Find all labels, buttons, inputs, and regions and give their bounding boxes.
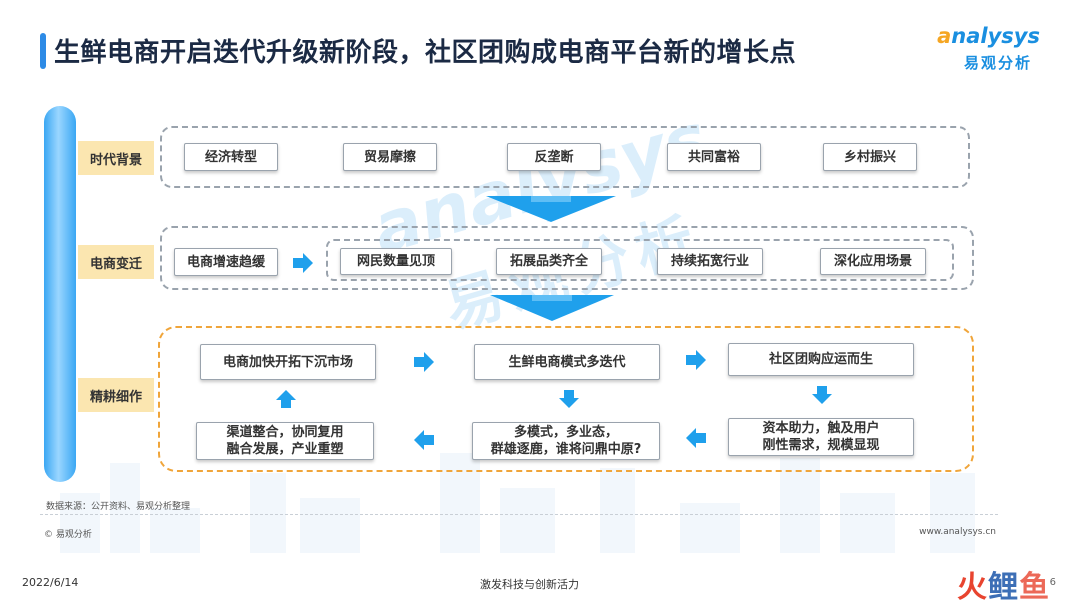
- refine-bottom-2-line2: 群雄逐鹿，谁将问鼎中原?: [490, 442, 642, 457]
- right-arrow-icon: [293, 253, 313, 273]
- logo-mark: a: [937, 24, 952, 48]
- ecommerce-item-3: 持续拓宽行业: [657, 248, 763, 275]
- refine-bottom-1-line1: 渠道整合，协同复用: [226, 425, 344, 440]
- skyline-decoration: [0, 443, 1080, 553]
- ecommerce-item-1: 网民数量见顶: [340, 248, 452, 275]
- footer-divider: [40, 514, 998, 515]
- era-item-1: 经济转型: [184, 143, 278, 171]
- left-arrow-icon: [686, 428, 706, 448]
- right-arrow-icon: [686, 350, 706, 370]
- page-title: 生鲜电商开启迭代升级新阶段，社区团购成电商平台新的增长点: [54, 38, 797, 68]
- down-arrow-small-icon: [559, 390, 579, 408]
- down-arrow-small-icon: [812, 386, 832, 404]
- slogan: 激发科技与创新活力: [480, 578, 579, 591]
- refine-bottom-3-line1: 资本助力，触及用户: [762, 421, 880, 436]
- website-link[interactable]: www.analysys.cn: [919, 527, 996, 537]
- ecommerce-inner-box: [326, 239, 954, 281]
- era-item-3: 反垄断: [507, 143, 601, 171]
- ecommerce-start: 电商增速趋缓: [174, 248, 278, 276]
- row-label-ecommerce: 电商变迁: [78, 245, 154, 279]
- left-arrow-icon: [414, 430, 434, 450]
- refine-bottom-2-line1: 多模式，多业态，: [513, 425, 618, 440]
- era-item-4: 共同富裕: [667, 143, 761, 171]
- copyright: © 易观分析: [44, 530, 92, 540]
- data-source: 数据来源：公开资料、易观分析整理: [46, 502, 191, 512]
- down-arrow-icon: [490, 295, 614, 321]
- up-arrow-icon: [276, 390, 296, 408]
- title-accent-bar: [40, 33, 46, 69]
- refine-bottom-1-line2: 融合发展，产业重塑: [226, 442, 344, 457]
- brand-char-1: 火: [957, 570, 988, 605]
- report-date: 2022/6/14: [22, 576, 79, 589]
- row-label-refine: 精耕细作: [78, 378, 154, 412]
- refine-top-1: 电商加快开拓下沉市场: [200, 344, 376, 380]
- refine-top-3: 社区团购应运而生: [728, 343, 914, 376]
- refine-bottom-1: 渠道整合，协同复用 融合发展，产业重塑: [196, 422, 374, 460]
- logo-wordmark: analysys: [937, 24, 1040, 48]
- era-item-5: 乡村振兴: [823, 143, 917, 171]
- refine-top-2: 生鲜电商模式多迭代: [474, 344, 660, 380]
- ecommerce-box: [160, 226, 974, 290]
- timeline-pillar: [44, 106, 76, 482]
- down-arrow-icon: [486, 196, 616, 222]
- logo-text: nalysys: [951, 24, 1040, 48]
- ecommerce-item-2: 拓展品类齐全: [496, 248, 602, 275]
- brand-char-2: 鲤: [988, 570, 1019, 605]
- era-box: [160, 126, 970, 188]
- refine-bottom-3-line2: 刚性需求，规模显现: [762, 438, 880, 453]
- era-item-2: 贸易摩擦: [343, 143, 437, 171]
- brand-watermark-logo: 火鲤鱼: [957, 562, 1050, 606]
- logo-cn: 易观分析: [963, 54, 1032, 72]
- refine-bottom-3: 资本助力，触及用户 刚性需求，规模显现: [728, 418, 914, 456]
- refine-bottom-2: 多模式，多业态， 群雄逐鹿，谁将问鼎中原?: [472, 422, 660, 460]
- refine-box: [158, 326, 974, 472]
- row-label-era: 时代背景: [78, 141, 154, 175]
- right-arrow-icon: [414, 352, 434, 372]
- ecommerce-item-4: 深化应用场景: [820, 248, 926, 275]
- analysys-logo: analysys 易观分析: [910, 24, 1040, 76]
- page-number: 6: [1049, 577, 1056, 588]
- brand-char-3: 鱼: [1019, 570, 1050, 605]
